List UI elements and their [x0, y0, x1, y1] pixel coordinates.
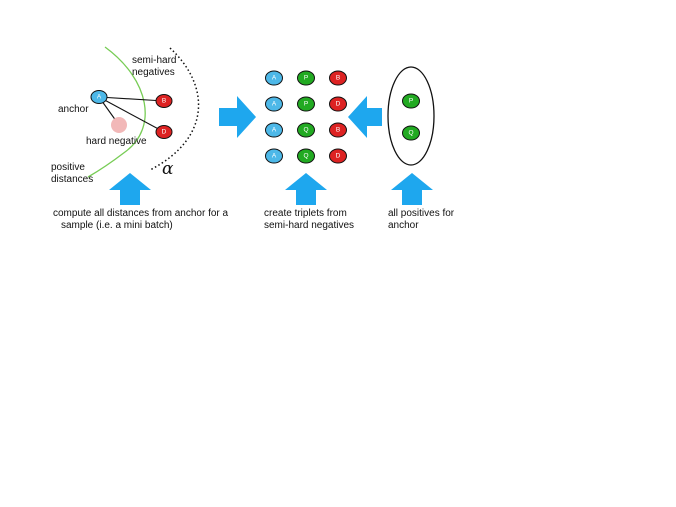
hard-negative-label: hard negative — [86, 136, 147, 147]
triplet-3-anchor-node: A — [265, 122, 283, 138]
triplet-4-positive-node: Q — [297, 148, 315, 164]
triplet-1-positive-node-label: P — [304, 75, 308, 82]
positive-node-q-label: Q — [408, 130, 413, 137]
triplet-3-positive-node-label: Q — [303, 127, 308, 134]
negative-node-b-label: B — [162, 98, 166, 105]
triplet-2-positive-node-label: P — [304, 101, 308, 108]
arrow-up-middle-icon — [285, 173, 327, 205]
arrow-left-icon — [348, 96, 382, 138]
semi-hard-label-line2: negatives — [132, 67, 175, 78]
negative-node-b: B — [155, 94, 173, 108]
arrow-up-right-icon — [391, 173, 433, 205]
triplet-1-anchor-node-label: A — [272, 75, 277, 82]
arrow-up-left-icon — [109, 173, 151, 205]
triplet-2-anchor-node-label: A — [272, 101, 277, 108]
triplet-3-negative-node-label: B — [336, 127, 340, 134]
triplet-grid: A P B A P D A Q B A Q D — [265, 70, 347, 164]
triplet-3-positive-node: Q — [297, 122, 315, 138]
triplet-1-negative-node: B — [329, 70, 347, 86]
triplet-3-anchor-node-label: A — [272, 127, 277, 134]
positive-node-p: P — [402, 93, 420, 109]
hard-negative-node — [111, 117, 127, 133]
triplet-1-negative-node-label: B — [336, 75, 340, 82]
positive-node-q: Q — [402, 125, 420, 141]
triplet-3-negative-node: B — [329, 122, 347, 138]
triplet-4-anchor-node-label: A — [272, 153, 277, 160]
left-caption-line1: compute all distances from anchor for a — [53, 208, 229, 219]
positive-node-p-label: P — [409, 98, 413, 105]
margin-alpha-symbol: α — [162, 159, 174, 179]
middle-caption-line2: semi-hard negatives — [264, 220, 355, 231]
triplet-2-anchor-node: A — [265, 96, 283, 112]
triplet-4-negative-node: D — [329, 148, 347, 164]
middle-caption-line1: create triplets from — [264, 208, 347, 219]
triplet-2-positive-node: P — [297, 96, 315, 112]
positives-set-ellipse — [387, 66, 435, 166]
triplet-4-negative-node-label: D — [336, 153, 341, 160]
edge-anchor-b — [98, 96, 165, 102]
positives-group: PQ — [402, 93, 420, 141]
right-caption-line1: all positives for — [388, 208, 455, 219]
triplet-4-anchor-node: A — [265, 148, 283, 164]
positive-distance-boundary — [87, 46, 146, 178]
positive-distances-label-line1: positive — [51, 162, 85, 173]
right-caption-line2: anchor — [388, 220, 419, 231]
margin-boundary — [149, 47, 200, 171]
anchor-node: A — [90, 90, 108, 104]
left-caption-line2: sample (i.e. a mini batch) — [61, 220, 173, 231]
arrow-right-icon — [219, 96, 256, 138]
triplet-2-negative-node: D — [329, 96, 347, 112]
positive-distances-label-line2: distances — [51, 174, 93, 185]
triplet-1-anchor-node: A — [265, 70, 283, 86]
anchor-label: anchor — [58, 104, 89, 115]
left-caption: compute all distances from anchor for a … — [53, 208, 273, 232]
middle-caption: create triplets from semi-hard negatives — [264, 208, 384, 232]
edge-anchor-d — [98, 96, 165, 133]
right-caption: all positives for anchor — [388, 208, 488, 232]
negative-node-d-label: D — [162, 129, 167, 136]
anchor-node-label: A — [97, 94, 102, 101]
semi-hard-label-line1: semi-hard — [132, 55, 176, 66]
triplet-1-positive-node: P — [297, 70, 315, 86]
triplet-2-negative-node-label: D — [336, 101, 341, 108]
triplet-4-positive-node-label: Q — [303, 153, 308, 160]
negative-node-d: D — [155, 125, 173, 139]
